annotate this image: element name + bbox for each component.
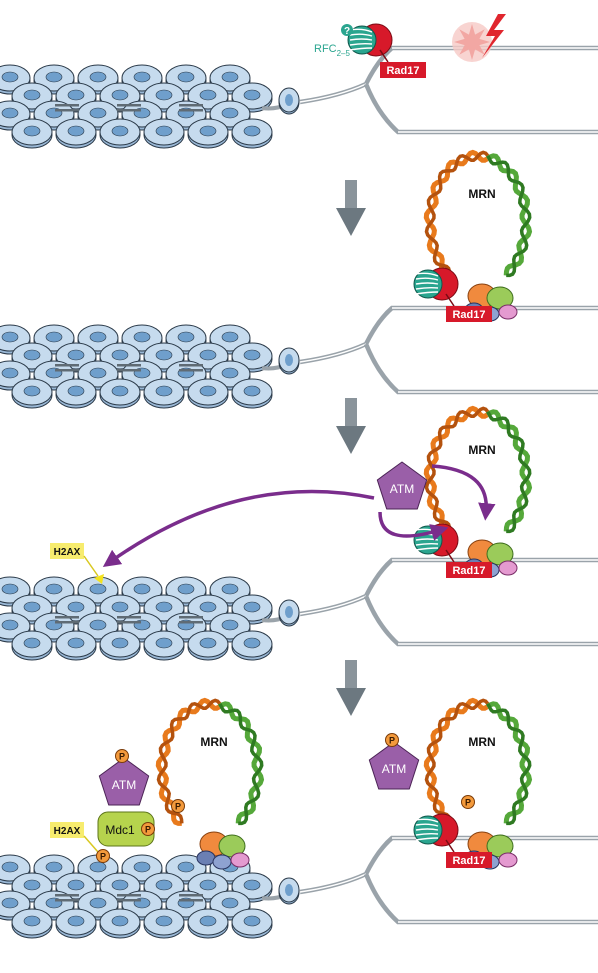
nucleosome-icon — [11, 908, 53, 939]
rad17-clamp: Rad17 — [413, 813, 492, 868]
nucleosome-icon — [143, 118, 185, 149]
step-arrow-icon — [336, 398, 366, 454]
h2ax-marker: H2AX P — [50, 822, 110, 863]
question-mark: ? — [344, 26, 350, 37]
rfc-annotation: ? RFC2–5 — [314, 24, 353, 58]
h2ax-marker: H2AX — [50, 543, 104, 584]
nucleosome-icon — [55, 630, 97, 661]
atm-label: ATM — [390, 482, 414, 496]
step-arrow-icon — [336, 180, 366, 236]
rad17-clamp: Rad17 — [347, 23, 426, 78]
dna-strand-bottom — [363, 83, 598, 135]
phosphate-icon: P — [115, 749, 129, 763]
nucleosome-icon — [55, 378, 97, 409]
rad17-label: Rad17 — [452, 309, 485, 321]
phosphate-label: P — [100, 852, 106, 862]
rfc-label: RFC2–5 — [314, 43, 351, 58]
atm-kinase: ATM P — [368, 733, 420, 790]
lightning-bolt — [482, 14, 506, 58]
rfc-complex — [347, 25, 377, 55]
atm-signal-arrow — [102, 489, 375, 568]
rad17-label-box — [446, 306, 492, 322]
phosphate-icon: P — [461, 795, 475, 809]
phosphate-label: P — [389, 736, 395, 746]
nucleosome-icon — [187, 630, 229, 661]
rad17-label-box — [380, 62, 426, 78]
mdc1-protein: Mdc1 P — [97, 811, 155, 847]
dna-strand-bottom — [363, 595, 598, 647]
nucleosome-icon — [278, 877, 300, 905]
rad17-label: Rad17 — [452, 855, 485, 867]
atm-kinase: ATM — [376, 461, 428, 510]
nucleosome-icon — [231, 630, 273, 661]
phosphate-label: P — [119, 752, 125, 762]
phosphate-label: P — [145, 825, 151, 835]
mrn-label: MRN — [468, 187, 495, 201]
chromatin-fiber — [0, 305, 598, 409]
nucleosome-icon — [99, 630, 141, 661]
mdc1-label: Mdc1 — [105, 823, 135, 837]
rad17-label: Rad17 — [452, 565, 485, 577]
rad17-label-box — [446, 852, 492, 868]
phosphate-icon: P — [171, 799, 185, 813]
nucleosome-icon — [11, 630, 53, 661]
nucleosome-icon — [278, 347, 300, 375]
atm-kinase: ATM P — [98, 749, 150, 806]
atm-label: ATM — [382, 762, 406, 776]
nucleosome-icon — [231, 378, 273, 409]
atm-to-mrn-arrow — [431, 464, 496, 521]
rad17-label-box — [446, 562, 492, 578]
phosphate-label: P — [465, 798, 471, 808]
nucleosome-icon — [231, 908, 273, 939]
nucleosome-icon — [278, 599, 300, 627]
phosphate-icon: P — [96, 849, 110, 863]
chromatin-fiber — [0, 45, 598, 149]
rad17-clamp: Rad17 — [413, 267, 492, 322]
dna-break-icon — [452, 14, 506, 62]
phosphate-label: P — [175, 802, 181, 812]
nucleosome-icon — [99, 908, 141, 939]
nucleosome-icon — [11, 118, 53, 149]
mrn-label: MRN — [200, 735, 227, 749]
h2ax-label: H2AX — [54, 547, 81, 558]
nucleosome-icon — [55, 118, 97, 149]
nucleosome-icon — [11, 378, 53, 409]
mrn-label: MRN — [468, 443, 495, 457]
nucleosome-icon — [143, 630, 185, 661]
nucleosome-icon — [187, 378, 229, 409]
rad17-label: Rad17 — [386, 65, 419, 77]
nucleosome-icon — [187, 908, 229, 939]
atm-label: ATM — [112, 778, 136, 792]
h2ax-label: H2AX — [54, 826, 81, 837]
dna-strand-bottom — [363, 873, 598, 925]
rfc-complex — [413, 269, 443, 299]
phosphate-icon: P — [385, 733, 399, 747]
nucleosome-icon — [143, 908, 185, 939]
nucleosome-icon — [231, 118, 273, 149]
mrn-label: MRN — [468, 735, 495, 749]
nucleosome-icon — [143, 378, 185, 409]
nucleosome-icon — [55, 908, 97, 939]
nucleosome-icon — [99, 378, 141, 409]
chromatin-fiber — [0, 835, 598, 939]
rfc-complex — [413, 815, 443, 845]
nucleosome-icon — [187, 118, 229, 149]
mrn-complex: MRN — [155, 697, 265, 870]
nucleosome-icon — [278, 87, 300, 115]
dna-strand-bottom — [363, 343, 598, 395]
atm-to-rad17-arrow — [378, 511, 449, 541]
nucleosome-icon — [99, 118, 141, 149]
step-arrow-icon — [336, 660, 366, 716]
phosphate-icon: P — [141, 822, 155, 836]
